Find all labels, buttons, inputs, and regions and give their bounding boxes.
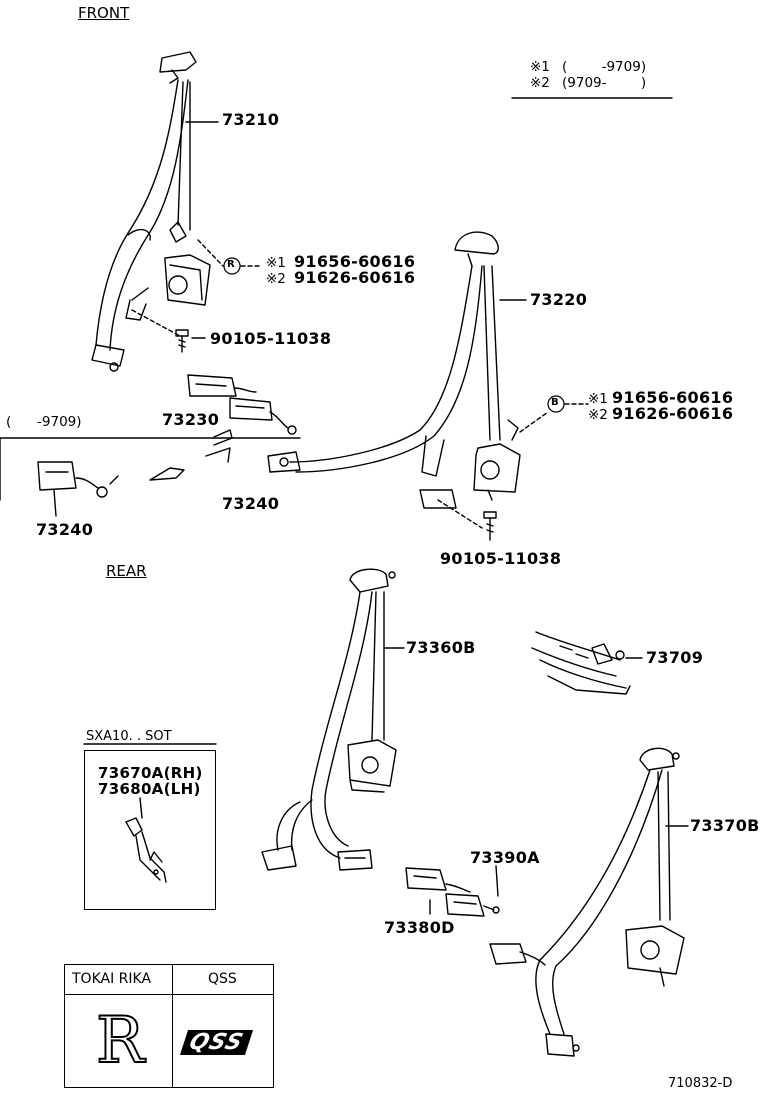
nut-left-mark-1: ※1 bbox=[266, 255, 286, 271]
maker-col-qss: QSS bbox=[208, 971, 237, 987]
nut-left-mark-2: ※2 bbox=[266, 271, 286, 287]
part-label-73220: 73220 bbox=[530, 290, 588, 309]
nut-right-part-1: 91656-60616 bbox=[612, 388, 734, 407]
part-label-73709: 73709 bbox=[646, 648, 704, 667]
qss-logo: QSS bbox=[179, 1030, 253, 1055]
legend-mark-2: ※2 bbox=[530, 75, 550, 91]
maker-col-tokai-rika: TOKAI RIKA bbox=[72, 971, 152, 987]
legend-mark-1: ※1 bbox=[530, 59, 550, 75]
inset-box bbox=[84, 750, 216, 910]
nut-left-part-2: 91626-60616 bbox=[294, 268, 416, 287]
nut-left-part-1: 91656-60616 bbox=[294, 252, 416, 271]
front-left-belt-73210 bbox=[91, 51, 211, 372]
legend-range-1: ( -9709) bbox=[562, 59, 647, 75]
guide-73670A-73680A bbox=[125, 817, 167, 883]
part-label-73240-left: 73240 bbox=[36, 520, 94, 539]
buckle-73240-right bbox=[229, 397, 297, 435]
buckle-73230 bbox=[187, 374, 257, 397]
bolt-label-left: 90105-11038 bbox=[210, 329, 332, 348]
maker-table-header-rule bbox=[64, 994, 274, 995]
part-label-73390A: 73390A bbox=[470, 848, 540, 867]
variant-range-label: ( -9709) bbox=[6, 414, 82, 430]
rear-belt-73360B bbox=[261, 568, 397, 871]
inset-title: SXA10. . SOT bbox=[86, 729, 172, 744]
part-label-73360B: 73360B bbox=[406, 638, 476, 657]
nut-badge-right: B bbox=[551, 397, 559, 408]
part-label-73240-right: 73240 bbox=[222, 494, 280, 513]
front-section-title: FRONT bbox=[78, 4, 130, 22]
nut-right-mark-1: ※1 bbox=[588, 391, 608, 407]
rear-section-title: REAR bbox=[106, 562, 147, 580]
rear-belt-73370B bbox=[489, 747, 685, 1057]
buckle-73240-left bbox=[37, 461, 185, 498]
part-label-73230: 73230 bbox=[162, 410, 220, 429]
maker-table bbox=[64, 964, 274, 1088]
nut-right-part-2: 91626-60616 bbox=[612, 404, 734, 423]
part-label-73380D: 73380D bbox=[384, 918, 455, 937]
rear-buckles bbox=[405, 867, 500, 917]
part-label-73680A: 73680A(LH) bbox=[98, 780, 201, 798]
part-label-73210: 73210 bbox=[222, 110, 280, 129]
nut-right-mark-2: ※2 bbox=[588, 407, 608, 423]
bolt-label-right: 90105-11038 bbox=[440, 549, 562, 568]
front-right-belt-73220 bbox=[267, 231, 521, 509]
nut-badge-left: R bbox=[227, 259, 235, 270]
tokai-rika-logo: R bbox=[95, 1004, 145, 1078]
maker-table-divider bbox=[172, 964, 173, 1088]
legend-range-2: (9709- ) bbox=[562, 75, 647, 91]
part-label-73370B: 73370B bbox=[690, 816, 760, 835]
floor-anchor-73709 bbox=[531, 631, 631, 695]
figure-code: 710832-D bbox=[668, 1076, 733, 1091]
part-label-73670A: 73670A(RH) bbox=[98, 764, 203, 782]
